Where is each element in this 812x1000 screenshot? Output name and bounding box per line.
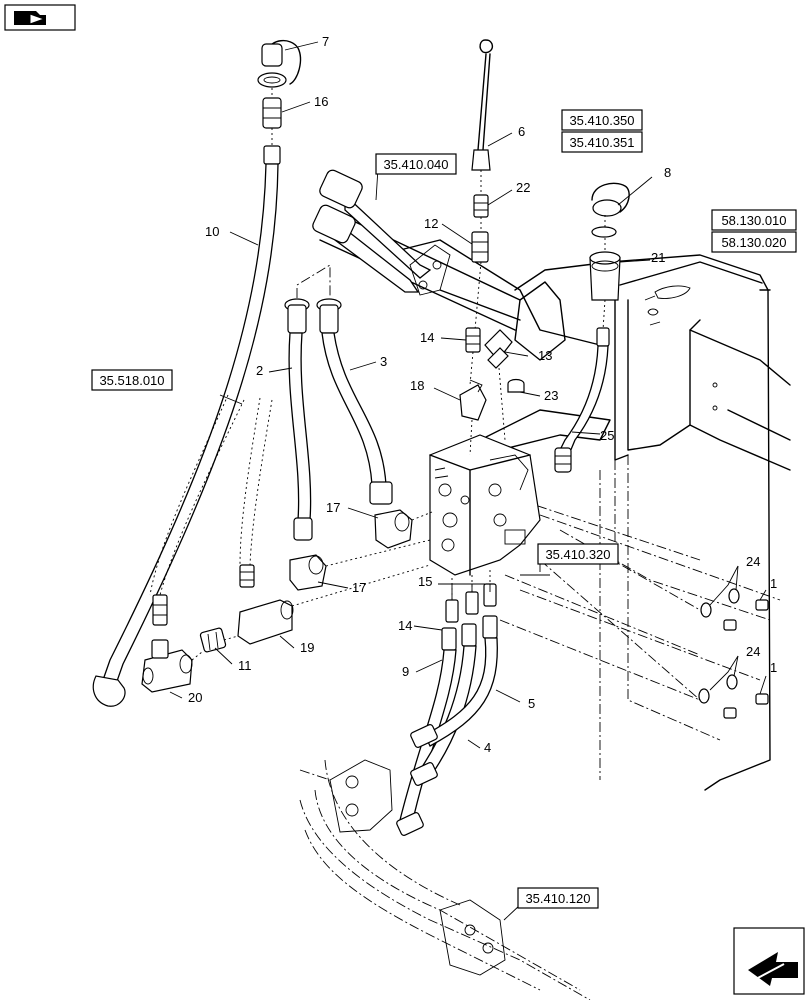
upper-pipes — [312, 169, 521, 321]
svg-text:35.410.351: 35.410.351 — [569, 135, 634, 150]
phantom-hoses-left — [149, 394, 273, 626]
valve-block — [429, 434, 541, 576]
ref-box-35.410.351[interactable]: 35.410.351 — [561, 131, 643, 153]
callout-17-lower: 17 — [352, 580, 366, 595]
frame-phantom-lines — [499, 455, 781, 780]
frame-structure — [319, 209, 791, 791]
lower-valve-and-lines — [299, 759, 591, 1000]
folder-arrow-icon[interactable] — [4, 4, 76, 31]
svg-text:35.410.120: 35.410.120 — [525, 891, 590, 906]
svg-text:35.410.350: 35.410.350 — [569, 113, 634, 128]
callout-8: 8 — [664, 165, 671, 180]
hoses-part-2-and-3 — [284, 264, 393, 541]
callout-22: 22 — [516, 180, 530, 195]
elbow-fittings-17 — [289, 509, 433, 591]
callout-15: 15 — [418, 574, 432, 589]
fittings-upper — [459, 327, 525, 456]
lower-adapters-and-hoses — [396, 570, 498, 836]
callout-7: 7 — [322, 34, 329, 49]
callout-25: 25 — [600, 428, 614, 443]
callout-6: 6 — [518, 124, 525, 139]
callout-3: 3 — [380, 354, 387, 369]
callout-1-upper: 1 — [770, 576, 777, 591]
callout-1-lower: 1 — [770, 660, 777, 675]
callout-2: 2 — [256, 363, 263, 378]
callout-23: 23 — [544, 388, 558, 403]
callout-11: 11 — [238, 658, 252, 673]
callout-16: 16 — [314, 94, 328, 109]
coupling-and-hose-25 — [554, 182, 630, 473]
callout-20: 20 — [188, 690, 202, 705]
callout-21: 21 — [651, 250, 665, 265]
svg-text:58.130.020: 58.130.020 — [721, 235, 786, 250]
ref-box-58.130.010[interactable]: 58.130.010 — [711, 209, 797, 231]
callout-4: 4 — [484, 740, 491, 755]
ref-box-35.410.320[interactable]: 35.410.320 — [537, 543, 619, 565]
bolts-and-washers — [698, 588, 769, 719]
callout-18: 18 — [410, 378, 424, 393]
tee-and-adapter-fittings — [141, 564, 431, 693]
dipstick-part-6 — [471, 39, 494, 331]
next-page-arrow-icon[interactable] — [733, 927, 805, 995]
callout-24-lower: 24 — [746, 644, 760, 659]
callout-14-lower: 14 — [398, 618, 412, 633]
svg-text:35.410.320: 35.410.320 — [545, 547, 610, 562]
cap-and-fitting-upper-left — [257, 40, 302, 146]
callout-14-upper: 14 — [420, 330, 434, 345]
svg-text:35.410.040: 35.410.040 — [383, 157, 448, 172]
callout-17-upper: 17 — [326, 500, 340, 515]
ref-box-35.410.120[interactable]: 35.410.120 — [517, 887, 599, 909]
callout-19: 19 — [300, 640, 314, 655]
callout-labels: 7 16 10 6 22 12 8 21 2 3 14 13 18 23 25 … — [188, 34, 777, 755]
callout-5: 5 — [528, 696, 535, 711]
svg-text:35.518.010: 35.518.010 — [99, 373, 164, 388]
svg-text:58.130.010: 58.130.010 — [721, 213, 786, 228]
ref-box-35.518.010[interactable]: 35.518.010 — [91, 369, 173, 391]
hose-part-10 — [92, 145, 281, 707]
ref-box-58.130.020[interactable]: 58.130.020 — [711, 231, 797, 253]
callout-10: 10 — [205, 224, 219, 239]
callout-12: 12 — [424, 216, 438, 231]
ref-box-35.410.040[interactable]: 35.410.040 — [375, 153, 457, 175]
callout-9: 9 — [402, 664, 409, 679]
callout-24-upper: 24 — [746, 554, 760, 569]
ref-box-35.410.350[interactable]: 35.410.350 — [561, 109, 643, 131]
callout-13: 13 — [538, 348, 552, 363]
